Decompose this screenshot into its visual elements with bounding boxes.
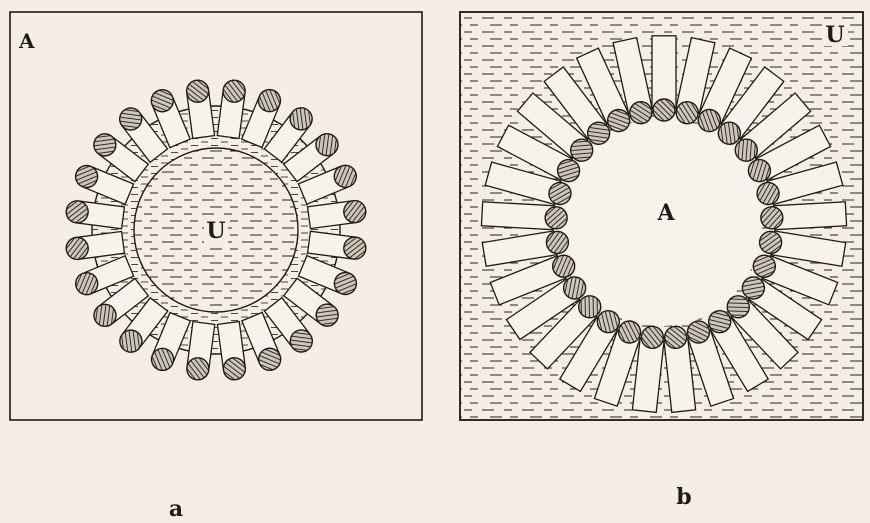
panel-b-molecule [652, 36, 676, 121]
panel-a-center-label: U [206, 218, 225, 244]
panel-b-tail [773, 202, 846, 230]
panel-a-corner-label: A [18, 29, 35, 53]
panel-b-head [545, 206, 568, 229]
panel-b-head [653, 99, 675, 121]
panel-b-corner-label: U [825, 22, 844, 48]
panel-b-molecule [760, 202, 846, 231]
panel-b-molecule [481, 202, 567, 231]
panel-b-center-label: A [656, 200, 675, 226]
panel-a: U A a [10, 12, 422, 522]
panel-b-caption: b [676, 484, 691, 510]
panel-b-tail [652, 36, 676, 108]
panel-b: A U b [460, 12, 863, 510]
panel-b-head [760, 206, 783, 229]
panel-b-tail [481, 202, 554, 230]
panel-a-caption: a [169, 496, 183, 522]
